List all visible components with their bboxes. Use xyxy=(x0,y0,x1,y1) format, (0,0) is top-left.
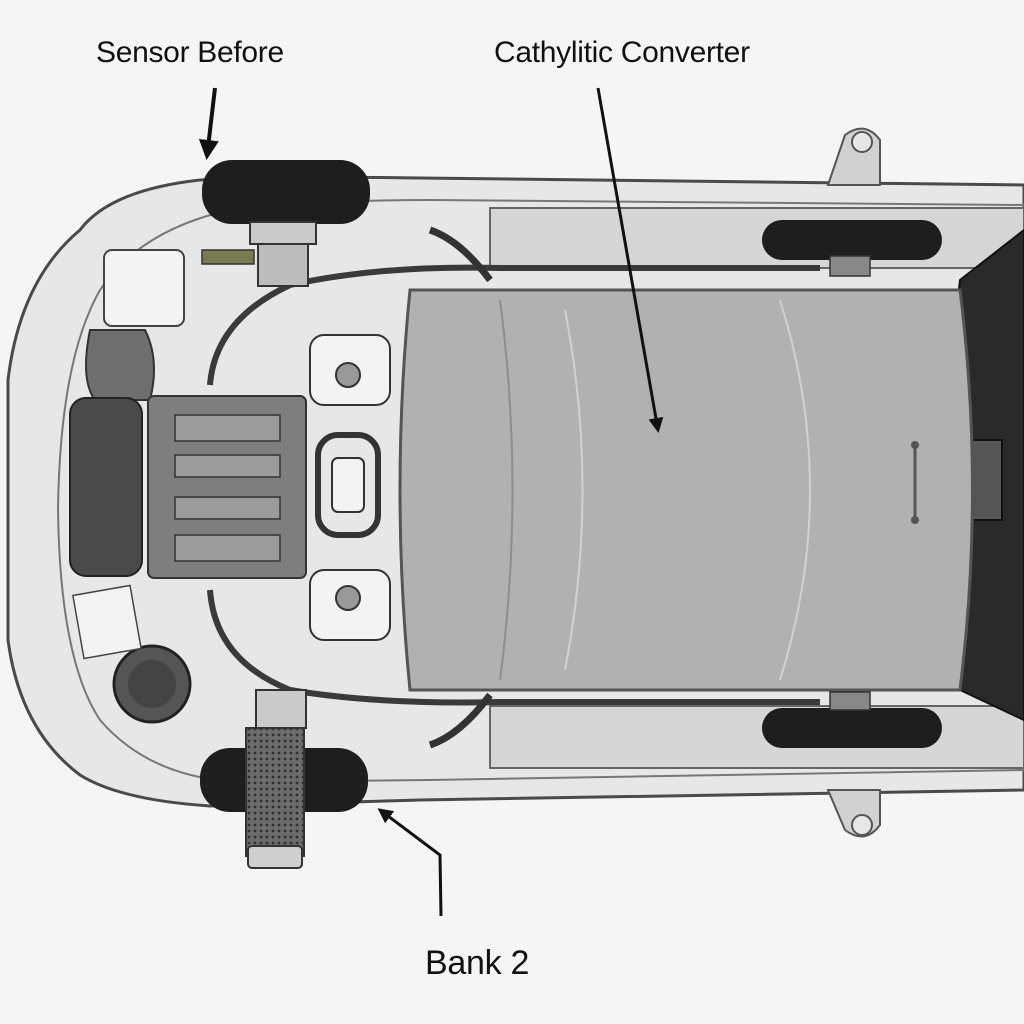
rear-hitch xyxy=(971,439,1003,521)
converter-crease xyxy=(779,299,811,681)
radiator xyxy=(69,397,143,577)
o2-sensor-bottom-body xyxy=(255,689,307,729)
hanger-top xyxy=(428,226,493,283)
hanger-bottom xyxy=(428,692,493,749)
side-rail-bottom xyxy=(489,705,1024,769)
label-catalytic-converter: Cathylitic Converter xyxy=(494,36,750,69)
center-coupling xyxy=(315,432,381,538)
arrow-catalytic-converter xyxy=(596,87,664,433)
intake-pipe xyxy=(85,329,155,401)
converter-crease xyxy=(499,299,514,681)
side-rail-top xyxy=(489,207,1024,269)
o2-sensor-top-body xyxy=(257,243,309,287)
sticker-label xyxy=(72,584,142,660)
rear-wheel-bottom xyxy=(762,708,942,748)
label-bank-2: Bank 2 xyxy=(425,944,530,982)
coolant-reservoir xyxy=(103,249,185,327)
arrow-sensor-before xyxy=(198,87,219,160)
converter-crease xyxy=(564,309,584,671)
rear-wheel-top xyxy=(762,220,942,260)
o2-sensor-bottom-mesh xyxy=(245,727,305,857)
arrow-bank-2 xyxy=(377,808,443,917)
front-wheel-top xyxy=(202,160,370,224)
catalytic-converter-body xyxy=(398,288,974,692)
o2-sensor-top-flange xyxy=(249,221,317,245)
label-sensor-before: Sensor Before xyxy=(96,36,284,69)
